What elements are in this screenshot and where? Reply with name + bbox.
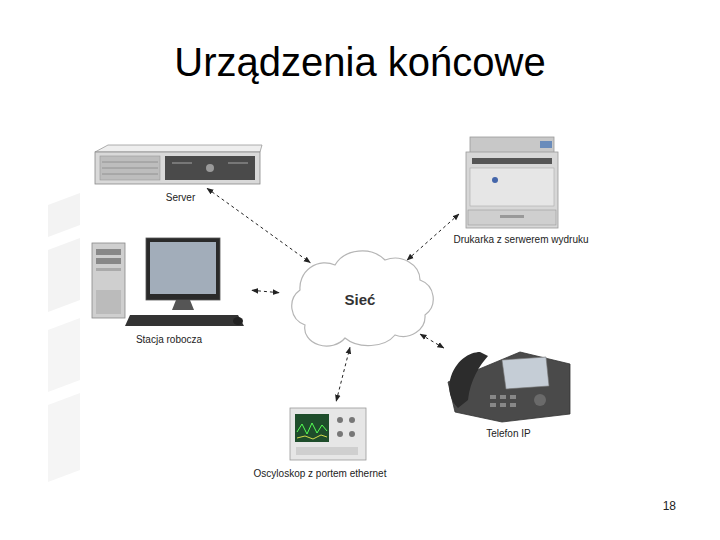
ip-phone-picture	[448, 352, 570, 422]
slide-decoration-part	[48, 238, 80, 312]
ip-phone-picture-part	[510, 403, 516, 407]
server-picture	[95, 145, 262, 184]
server-picture-part	[95, 145, 262, 152]
device-node: Stacja robocza	[90, 238, 248, 328]
printer-picture-part	[500, 215, 524, 218]
ip-phone-picture-part	[534, 394, 546, 406]
oscilloscope-picture-part	[337, 417, 343, 423]
cloud-shape	[292, 251, 433, 346]
dashed-connector	[420, 334, 444, 348]
printer-picture-part	[470, 168, 554, 206]
slide-title: Urządzenia końcowe	[0, 40, 720, 85]
network-label: Sieć	[345, 291, 376, 308]
workstation-picture-part	[96, 249, 121, 255]
ip-phone-picture-part	[502, 357, 549, 389]
printer-picture-part	[470, 137, 554, 153]
server-picture-part	[102, 174, 158, 175]
workstation-picture-part	[125, 315, 244, 326]
workstation-picture-part	[150, 242, 216, 294]
device-caption: Server	[166, 192, 195, 203]
oscilloscope-picture-part	[297, 423, 327, 434]
oscilloscope-picture-part	[296, 447, 358, 455]
ip-phone-picture-part	[490, 395, 496, 399]
ip-phone-picture-part	[500, 403, 506, 407]
ip-phone-picture-part	[510, 395, 516, 399]
ip-phone-picture-part	[500, 395, 506, 399]
server-picture-part	[172, 162, 192, 164]
workstation-picture-part	[96, 258, 121, 264]
slide-decoration-part	[48, 318, 80, 392]
oscilloscope-picture	[290, 408, 366, 460]
dashed-connector	[207, 188, 310, 262]
oscilloscope-picture-part	[349, 417, 355, 423]
server-picture-part	[100, 156, 160, 180]
slide-decoration-part	[48, 393, 80, 482]
device-caption: Stacja robocza	[136, 334, 202, 345]
oscilloscope-picture-part	[290, 408, 366, 460]
workstation-picture-part	[96, 268, 121, 271]
dashed-connector	[252, 290, 279, 292]
dashed-connector	[336, 347, 350, 401]
device-node: Telefon IP	[445, 350, 572, 422]
server-picture-part	[102, 168, 158, 169]
ip-phone-picture-part	[490, 403, 496, 407]
network-cloud: Sieć	[275, 250, 445, 348]
server-picture-part	[102, 162, 158, 163]
device-caption: Oscyloskop z portem ethernet	[254, 468, 387, 479]
device-node: Drukarka z serwerem wydruku	[462, 135, 560, 228]
device-node: Oscyloskop z portem ethernet	[290, 405, 366, 462]
ip-phone-picture-part	[449, 352, 488, 408]
printer-picture-part	[540, 141, 552, 148]
device-caption: Telefon IP	[486, 428, 530, 439]
page-number: 18	[663, 499, 676, 513]
device-node: Server	[95, 148, 260, 186]
workstation-picture-part	[92, 243, 125, 318]
dashed-connector	[407, 214, 459, 260]
workstation-picture-part	[96, 290, 121, 314]
oscilloscope-picture-part	[295, 414, 329, 442]
printer-picture-part	[468, 210, 556, 225]
device-caption: Drukarka z serwerem wydruku	[453, 234, 588, 245]
workstation-picture-part	[146, 238, 220, 300]
server-picture-part	[95, 152, 260, 184]
oscilloscope-picture-part	[297, 435, 327, 439]
oscilloscope-picture-part	[337, 431, 343, 437]
slide-decoration	[48, 193, 80, 482]
workstation-picture-part	[233, 317, 243, 325]
printer-picture	[466, 137, 558, 228]
printer-picture-part	[472, 158, 552, 164]
printer-picture-part	[466, 152, 558, 228]
workstation-picture-part	[172, 300, 194, 310]
oscilloscope-picture-part	[349, 431, 355, 437]
slide-decoration-part	[48, 193, 80, 237]
printer-picture-part	[492, 177, 498, 183]
server-picture-part	[165, 156, 255, 180]
server-picture-part	[206, 164, 214, 172]
ip-phone-picture-part	[448, 352, 570, 422]
workstation-picture	[92, 238, 244, 326]
server-picture-part	[228, 162, 248, 164]
